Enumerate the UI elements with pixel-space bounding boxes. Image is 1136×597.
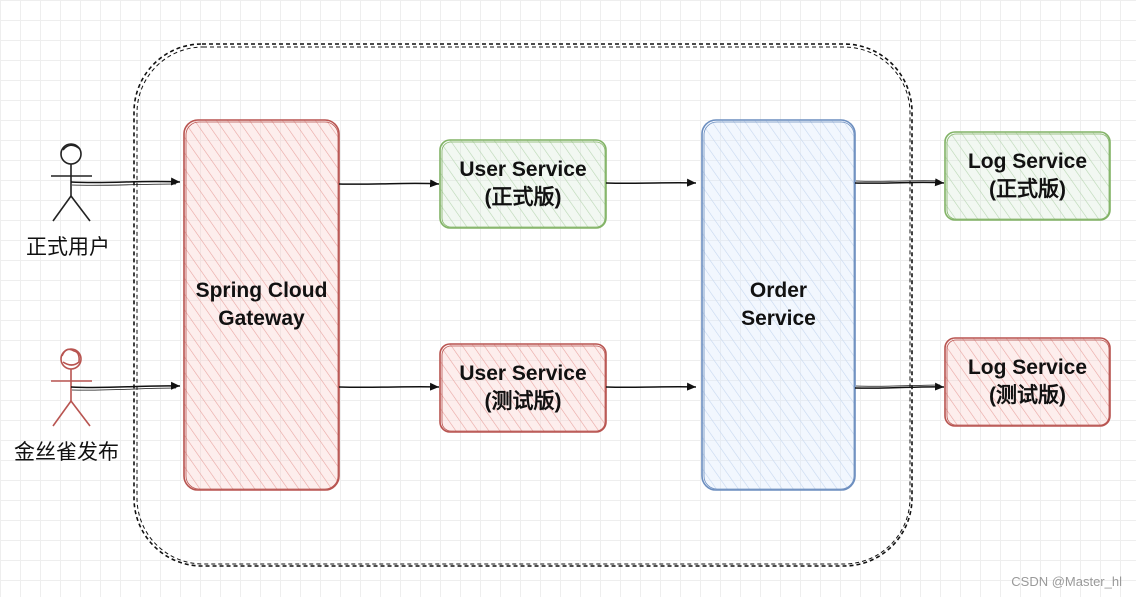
connector-arrows bbox=[70, 177, 945, 391]
gateway-box bbox=[183, 119, 340, 491]
official-user-actor-icon bbox=[51, 143, 92, 222]
log-service-official-box bbox=[944, 131, 1111, 221]
user-service-official-line2: (正式版) bbox=[484, 186, 562, 209]
user-service-test-box bbox=[439, 343, 607, 433]
order-service-line1: Order bbox=[749, 279, 808, 302]
user-service-test-label: User Service (测试版) bbox=[440, 344, 606, 432]
gateway-label-line1: Spring Cloud bbox=[195, 279, 328, 302]
log-service-test-line1: Log Service bbox=[967, 356, 1088, 379]
log-service-test-label: Log Service (测试版) bbox=[945, 338, 1110, 426]
user-service-official-box bbox=[439, 139, 607, 229]
arrow-order-to-log-test bbox=[854, 382, 945, 391]
gateway-label-line2: Gateway bbox=[218, 307, 305, 330]
service-boundary bbox=[133, 43, 913, 567]
watermark: CSDN @Master_hl bbox=[1011, 574, 1122, 589]
arrow-order-to-log-official bbox=[854, 178, 945, 187]
user-service-official-line1: User Service bbox=[459, 158, 587, 181]
arrow-canary-to-gateway bbox=[70, 381, 181, 390]
canary-release-label: 金丝雀发布 bbox=[14, 440, 119, 464]
log-service-test-line2: (测试版) bbox=[989, 384, 1066, 407]
user-service-test-line1: User Service bbox=[459, 362, 587, 385]
user-service-official-label: User Service (正式版) bbox=[440, 140, 606, 228]
log-service-official-label: Log Service (正式版) bbox=[945, 132, 1110, 220]
log-service-test-box bbox=[944, 337, 1111, 427]
log-service-official-line2: (正式版) bbox=[989, 178, 1066, 201]
arrow-user-official-to-order bbox=[605, 178, 697, 187]
official-user-label: 正式用户 bbox=[26, 235, 110, 259]
arrow-user-test-to-order bbox=[605, 382, 697, 391]
user-service-test-line2: (测试版) bbox=[484, 390, 562, 413]
arrow-official-user-to-gateway bbox=[70, 177, 181, 186]
canary-release-actor-icon bbox=[51, 348, 92, 427]
arrow-gateway-to-user-official bbox=[338, 179, 440, 188]
order-service-box bbox=[701, 119, 856, 491]
arrow-gateway-to-user-test bbox=[338, 382, 440, 391]
log-service-official-line1: Log Service bbox=[967, 150, 1088, 173]
order-service-line2: Service bbox=[741, 307, 816, 330]
